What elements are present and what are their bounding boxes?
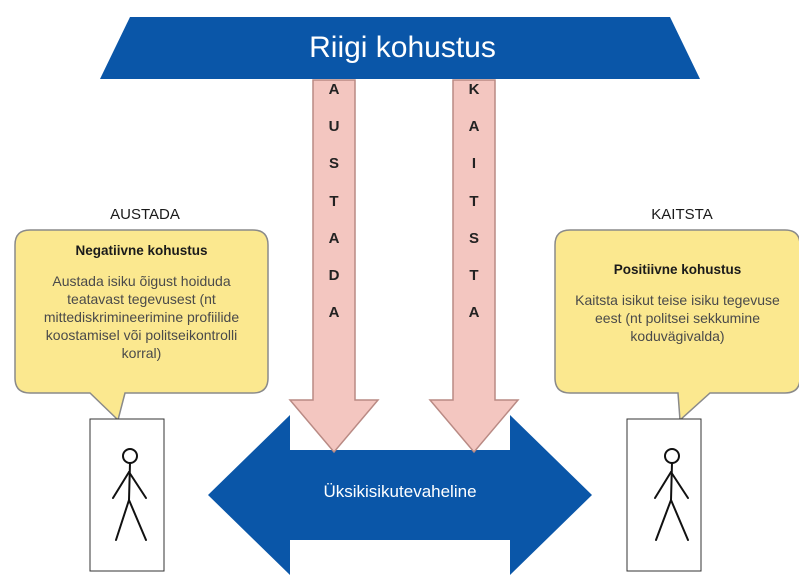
interpersonal-label: Üksikisikutevaheline (323, 482, 477, 501)
respect-letter: U (328, 118, 340, 136)
positive-obligation-text: Kaitsta isikut teise isiku tegevuse eest… (575, 292, 780, 344)
protect-letter: T (469, 266, 479, 284)
protect-down-arrow (428, 79, 520, 454)
stick-figure-icon (654, 448, 689, 541)
protect-letter: I (471, 155, 477, 173)
positive-obligation-title: Positiivne kohustus (613, 262, 742, 277)
state-obligation-banner (100, 17, 700, 79)
protect-letter: S (468, 229, 479, 247)
banner-title: Riigi kohustus (309, 31, 496, 64)
negative-obligation-title: Negatiivne kohustus (75, 243, 208, 258)
respect-vertical-label: A U S T A D A (320, 80, 348, 340)
left-speech-bubble (14, 229, 269, 422)
respect-letter: T (329, 192, 339, 210)
left-person-frame (89, 418, 165, 572)
respect-letter: A (328, 81, 340, 98)
stick-figure-icon (112, 448, 147, 541)
protect-letter: K (468, 81, 480, 98)
protect-column-label: KAITSTA (651, 206, 713, 223)
respect-column-label: AUSTADA (110, 206, 180, 223)
respect-letter: A (328, 304, 340, 322)
respect-letter: D (328, 266, 340, 284)
respect-down-arrow (288, 79, 380, 454)
protect-vertical-label: K A I T S T A (460, 80, 488, 340)
negative-obligation-text: Austada isiku õigust hoiduda teatavast t… (43, 273, 240, 361)
respect-letter: A (328, 229, 340, 247)
protect-letter: A (468, 304, 480, 322)
interpersonal-double-arrow (208, 415, 592, 575)
right-person-frame (626, 418, 702, 572)
protect-letter: A (468, 118, 480, 136)
respect-letter: S (328, 155, 339, 173)
protect-letter: T (469, 192, 479, 210)
